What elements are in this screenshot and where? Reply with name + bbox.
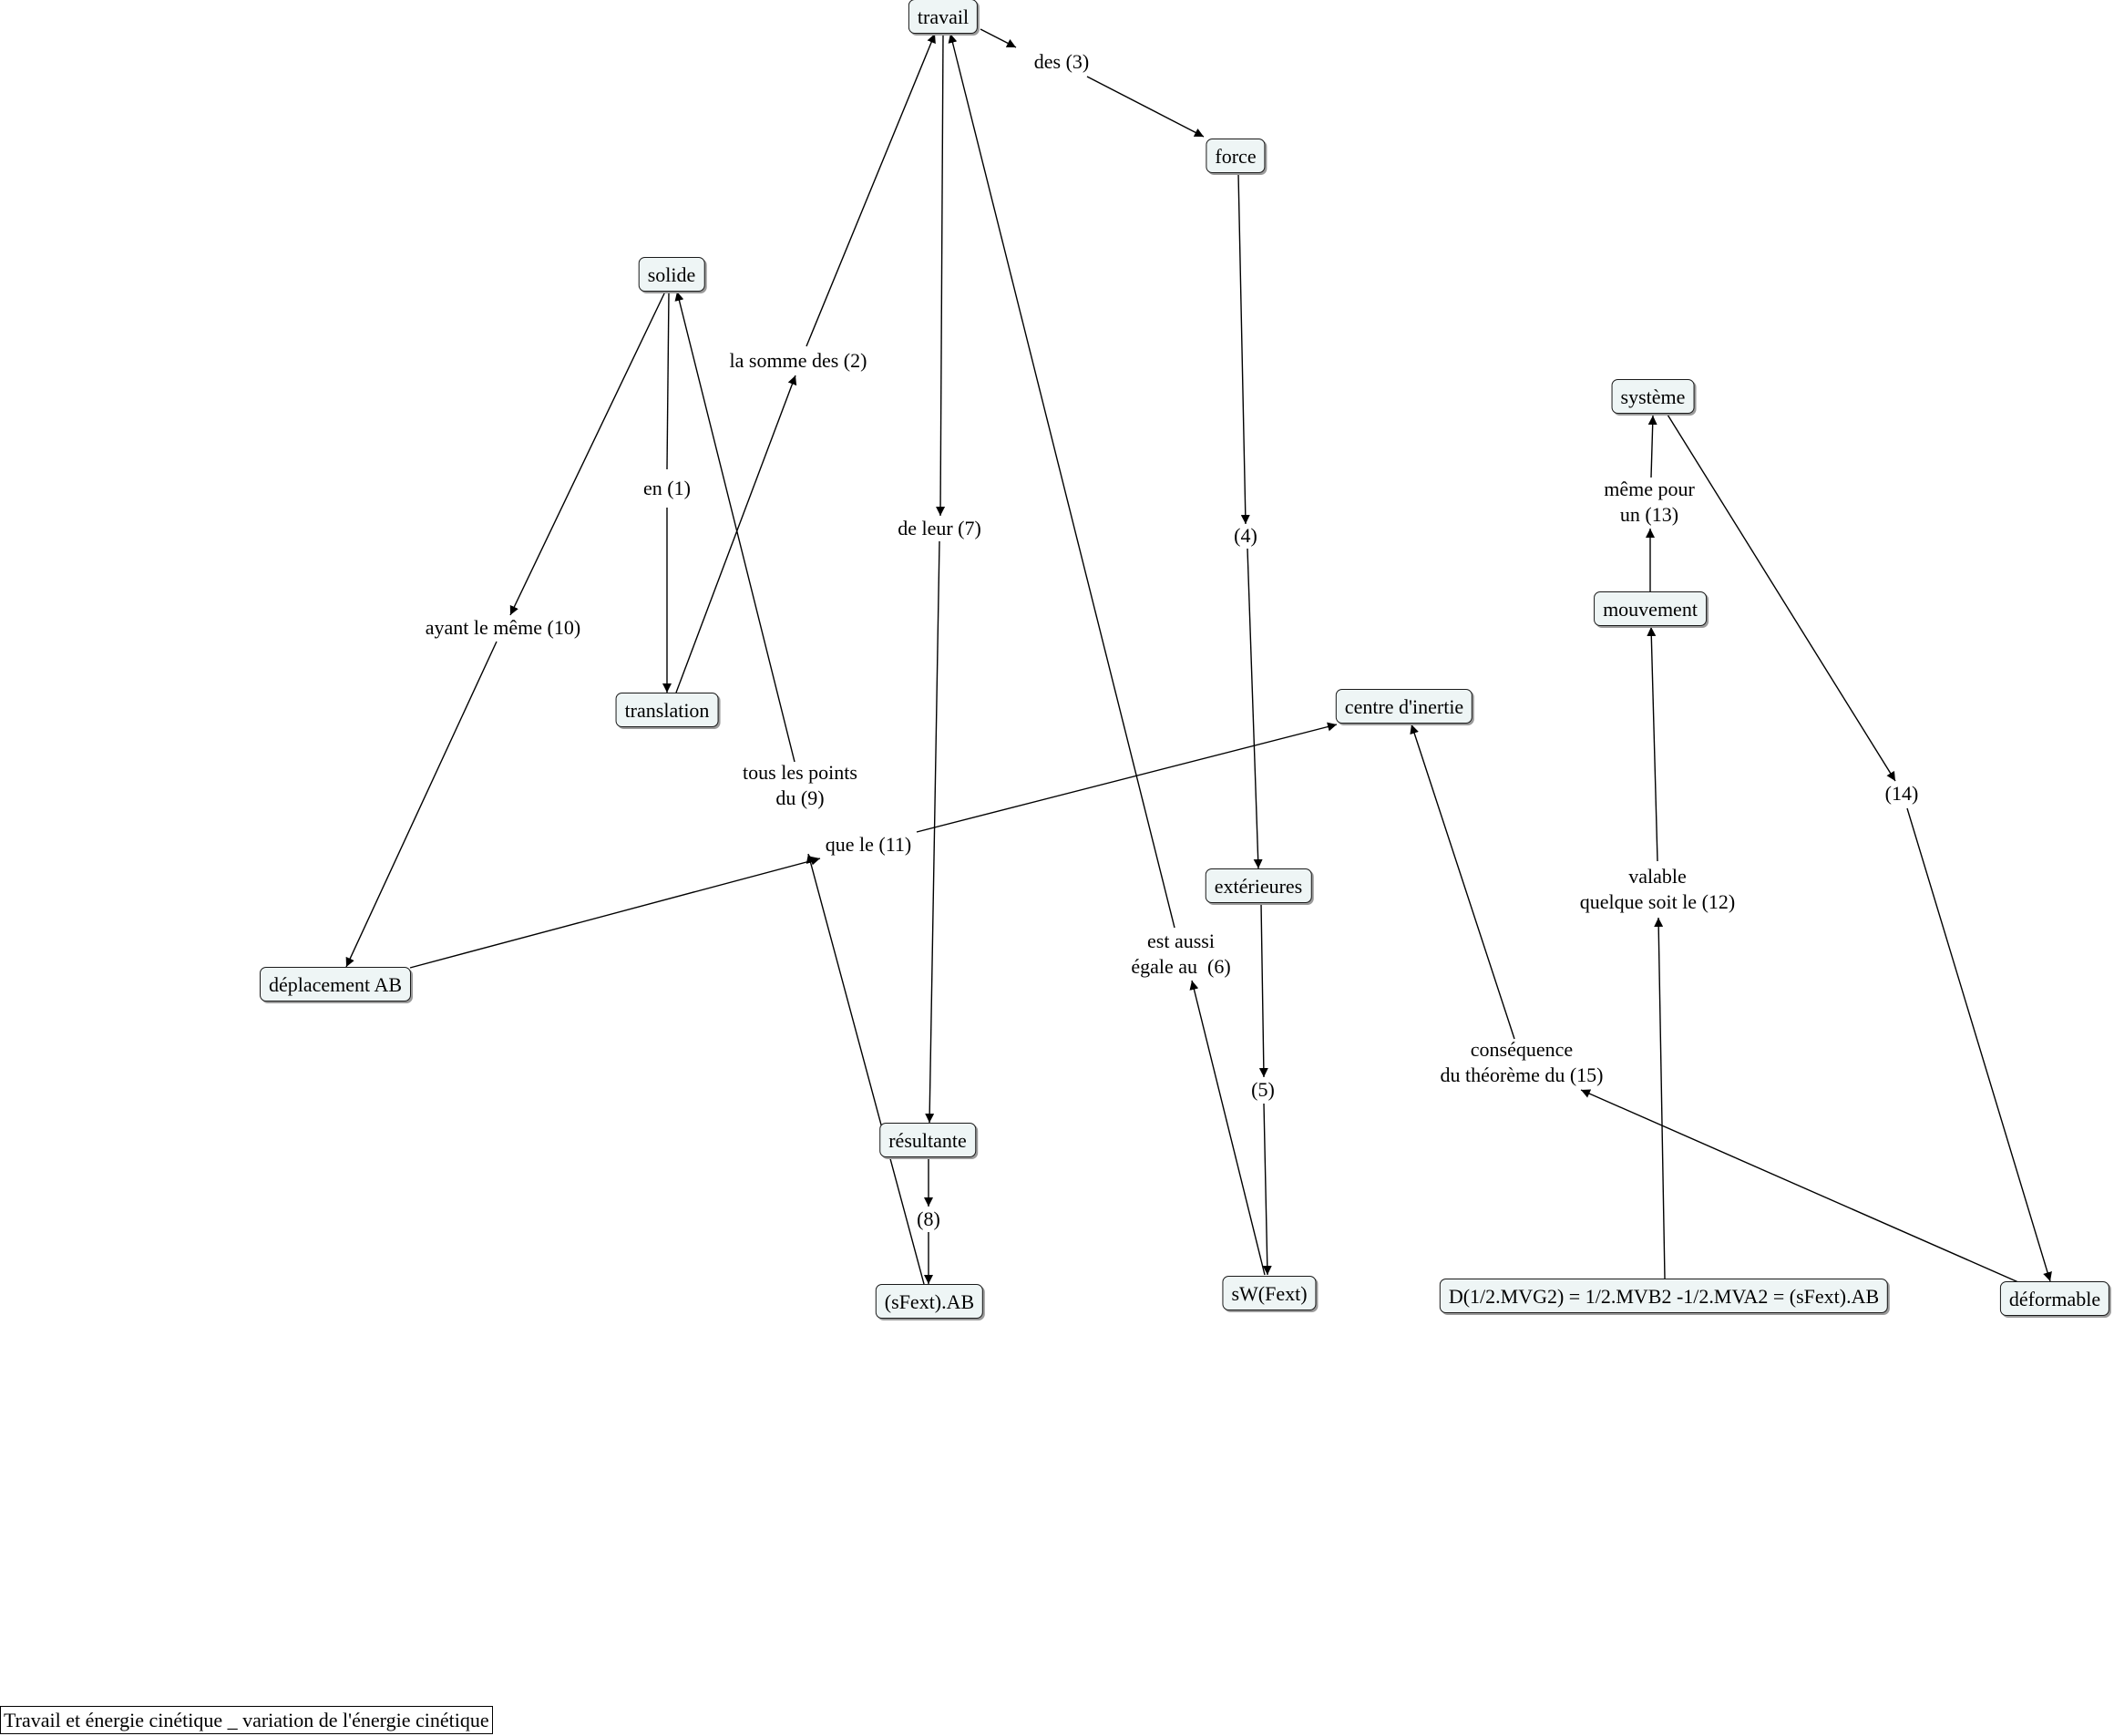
edge-systeme-to-14 [1667,414,1896,782]
node-formule[interactable]: D(1/2.MVG2) = 1/2.MVB2 -1/2.MVA2 = (sFex… [1439,1279,1889,1313]
edge-5-to-swfext [1262,1103,1272,1276]
edge-15-to-centre [1410,724,1515,1040]
link-label-13[interactable]: même pour un (13) [1604,478,1695,526]
link-label-9[interactable]: tous les points du (9) [743,761,857,809]
edge-12-to-mouvement [1647,626,1658,862]
node-deplacement-ab[interactable]: déplacement AB [259,967,412,1002]
edge-solide-to-en1 [666,291,670,470]
node-deformable[interactable]: déformable [1999,1281,2110,1316]
edge-solide-to-10 [509,291,666,616]
edge-6-to-travail [948,33,1175,929]
node-travail[interactable]: travail [908,0,979,34]
link-label-4[interactable]: (4) [1234,524,1257,547]
map-title: Travail et énergie cinétique _ variation… [0,1706,493,1734]
node-centre-inertie[interactable]: centre d'inertie [1335,689,1473,724]
link-label-3[interactable]: des (3) [1033,50,1090,73]
edge-11-to-centre [916,722,1338,833]
edge-deformable-to-15 [1580,1089,2019,1283]
edge-travail-to-7 [936,33,946,517]
edge-10-to-deplacement [345,641,498,968]
edge-des3-to-force [1086,76,1205,138]
edge-exterieures-to-5 [1258,902,1268,1078]
node-systeme[interactable]: système [1611,379,1695,414]
edge-4-to-exterieures [1247,548,1263,869]
node-swfext[interactable]: sW(Fext) [1222,1276,1317,1310]
node-mouvement[interactable]: mouvement [1594,591,1707,626]
node-resultante[interactable]: résultante [879,1123,976,1157]
link-label-5[interactable]: (5) [1251,1078,1275,1101]
link-label-7[interactable]: de leur (7) [898,517,981,539]
edge-formule-to-12 [1654,917,1666,1279]
edge-14-to-deformable [1906,807,2052,1282]
node-exterieures[interactable]: extérieures [1205,868,1312,903]
link-label-8[interactable]: (8) [917,1207,940,1230]
link-label-15[interactable]: conséquence du théorème du (15) [1440,1038,1604,1086]
link-label-11[interactable]: que le (11) [825,833,912,856]
link-label-12[interactable]: valable quelque soit le (12) [1579,865,1736,913]
edge-translation-to-somme2 [675,375,797,693]
link-label-1[interactable]: en (1) [643,477,691,499]
edge-swfext-to-6 [1189,980,1266,1276]
link-label-14[interactable]: (14) [1884,782,1919,805]
link-label-2[interactable]: la somme des (2) [729,349,867,372]
link-label-10[interactable]: ayant le même (10) [425,616,581,639]
edge-sfext-to-9 [806,853,925,1285]
edge-deplacement-to-11 [409,856,821,969]
edge-force-to-4 [1237,172,1250,525]
edge-9-to-solide [674,291,795,763]
node-force[interactable]: force [1206,139,1266,173]
edge-7-to-resultante [925,540,940,1124]
edge-travail-to-des3 [980,28,1017,48]
edge-13-to-systeme [1647,415,1657,478]
node-sfext-ab[interactable]: (sFext).AB [875,1284,984,1319]
node-solide[interactable]: solide [638,257,705,292]
edge-somme2-to-travail [806,33,936,347]
link-label-6[interactable]: est aussi égale au (6) [1131,930,1231,978]
node-translation[interactable]: translation [615,693,719,727]
